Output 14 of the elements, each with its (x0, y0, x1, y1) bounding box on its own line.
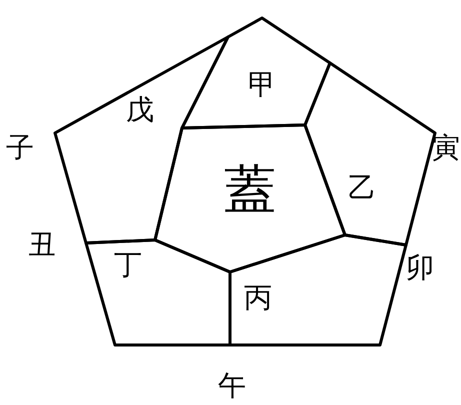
vertex-label: 卯 (406, 254, 434, 282)
pentagon-region (155, 125, 345, 272)
vertex-label: 寅 (432, 134, 460, 162)
pentagon-region (305, 63, 435, 245)
pentagon-region (230, 235, 406, 345)
region-label: 乙 (348, 174, 376, 202)
region-label: 丁 (114, 251, 142, 279)
region-label: 甲 (248, 71, 276, 99)
region-label: 丙 (244, 284, 272, 312)
region-label: 蓋 (224, 164, 276, 216)
region-label: 戊 (126, 96, 154, 124)
vertex-label: 午 (218, 372, 246, 400)
vertex-label: 子 (6, 134, 34, 162)
vertex-label: 丑 (28, 231, 56, 259)
